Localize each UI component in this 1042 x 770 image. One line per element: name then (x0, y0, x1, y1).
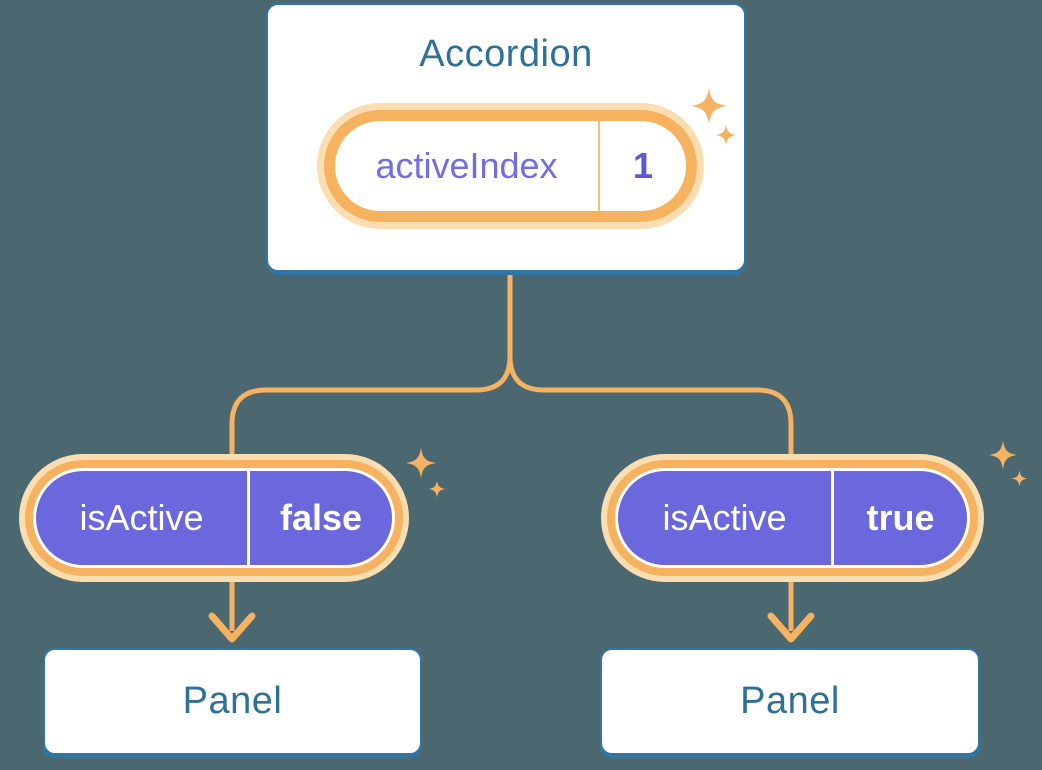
pill-divider (598, 121, 600, 211)
panel-card-left: Panel (43, 648, 422, 755)
arrow-down-left-icon (208, 612, 256, 643)
prop-value: false (279, 497, 363, 538)
sparkle-icon (405, 447, 437, 479)
panel-card-right: Panel (600, 648, 980, 755)
state-label: activeIndex (375, 145, 558, 186)
state-value: 1 (632, 145, 654, 186)
prop-value: true (866, 497, 935, 538)
sparkle-icon (428, 480, 446, 498)
state-pill: activeIndex 1 (324, 110, 697, 222)
prop-pill-left: isActive false (25, 460, 403, 576)
connector-left-branch (229, 273, 513, 631)
state-pill-body: activeIndex 1 (335, 121, 686, 211)
prop-pill-right-body: isActive true (615, 468, 970, 568)
prop-pill-left-body: isActive false (33, 468, 395, 568)
pill-divider (831, 471, 834, 565)
panel-title: Panel (740, 680, 840, 722)
arrow-down-right-icon (767, 612, 815, 643)
connector-right-branch (507, 273, 794, 631)
prop-pill-right: isActive true (607, 460, 978, 576)
sparkle-icon (988, 440, 1018, 470)
sparkle-icon (690, 87, 728, 125)
sparkle-icon (715, 124, 737, 146)
pill-divider (247, 471, 250, 565)
prop-label: isActive (662, 497, 787, 538)
sparkle-icon (1011, 470, 1028, 487)
panel-title: Panel (182, 680, 283, 722)
accordion-title: Accordion (419, 33, 593, 75)
prop-label: isActive (79, 497, 204, 538)
